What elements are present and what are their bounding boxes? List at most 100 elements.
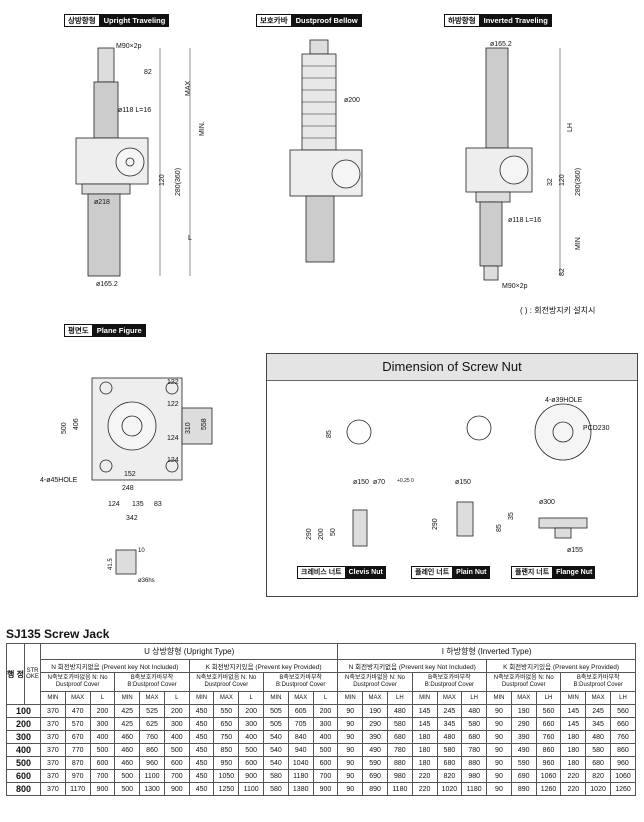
table-cell: 500: [312, 743, 339, 757]
table-cell: 780: [386, 743, 413, 757]
table-cell: 525: [139, 704, 165, 718]
column-header: MIN: [263, 691, 289, 705]
table-cell: 300: [238, 717, 265, 731]
plane-h122b: 122: [167, 401, 179, 408]
table-cell: 90: [337, 782, 364, 796]
table-cell: 860: [609, 743, 637, 757]
table-cell: 200: [312, 704, 339, 718]
clevis-d70: ø70: [373, 479, 385, 486]
upright-type-header: U 상방향형 (Upright Type): [39, 643, 339, 660]
table-cell: 1100: [238, 782, 265, 796]
flange-h35: 35: [508, 512, 515, 520]
table-cell: 670: [64, 730, 91, 744]
table-cell: 960: [139, 756, 165, 770]
table-cell: 1250: [213, 782, 240, 796]
table-cell: 560: [535, 704, 562, 718]
table-cell: 870: [64, 756, 91, 770]
table-cell: 145: [411, 717, 438, 731]
table-cell: 580: [263, 782, 289, 796]
table-cell: 680: [461, 730, 488, 744]
table-cell: 900: [163, 782, 190, 796]
inverted-type-header: I 하방향형 (Inverted Type): [337, 643, 636, 660]
no-cover-header: N축보호카바없음 N: No Dustproof Cover: [188, 672, 265, 692]
table-cell: 300: [312, 717, 339, 731]
table-cell: 370: [40, 782, 66, 796]
plane-w500: 500: [61, 422, 68, 434]
table-cell: 970: [64, 769, 91, 783]
table-cell: 500: [114, 769, 141, 783]
table-cell: 190: [362, 704, 388, 718]
upright-l: L: [188, 235, 192, 242]
column-header: LH: [386, 691, 413, 705]
table-cell: 200: [163, 704, 190, 718]
table-cell: 425: [114, 704, 141, 718]
column-header: MIN: [337, 691, 364, 705]
no-cover-header: N축보호카바없음 N: No Dustproof Cover: [486, 672, 562, 692]
table-cell: 245: [436, 704, 463, 718]
table-cell: 1100: [139, 769, 165, 783]
inverted-d165: ø165.2: [490, 41, 512, 48]
table-cell: 490: [510, 743, 537, 757]
inverted-h280: 280(360): [575, 168, 582, 196]
clevis-h290: 290: [306, 528, 313, 540]
table-cell: 820: [585, 769, 611, 783]
u-k-header: K 회전방지키있음 (Prevent key Provided): [188, 659, 339, 673]
table-cell: 940: [287, 743, 314, 757]
table-cell: 980: [461, 769, 488, 783]
table-cell: 480: [585, 730, 611, 744]
table-cell: 180: [411, 756, 438, 770]
table-cell: 880: [461, 756, 488, 770]
column-header: MAX: [436, 691, 463, 705]
i-k-header: K 회전방지키있음 (Prevent key Provided): [486, 659, 636, 673]
table-cell: 300: [163, 717, 190, 731]
table-cell: 760: [139, 730, 165, 744]
table-cell: 1180: [287, 769, 314, 783]
plane-w83: 83: [154, 501, 162, 508]
table-cell: 220: [411, 782, 438, 796]
table-cell: 680: [585, 756, 611, 770]
table-cell: 1300: [139, 782, 165, 796]
cover-header: B축보호카바부착 B:Dustproof Cover: [560, 672, 636, 692]
plane-w406: 406: [73, 418, 80, 430]
inverted-pipe: ø118 L=16: [508, 217, 541, 224]
table-cell: 1260: [535, 782, 562, 796]
table-cell: 1020: [436, 782, 463, 796]
table-cell: 600: [89, 756, 116, 770]
table-cell: 540: [263, 730, 289, 744]
clevis-h50: 50: [330, 528, 337, 536]
stroke-cell: 200: [6, 717, 41, 731]
stroke-cell: 600: [6, 769, 41, 783]
table-cell: 680: [436, 756, 463, 770]
table-cell: 370: [40, 730, 66, 744]
stroke-cell: 800: [6, 782, 41, 796]
table-cell: 300: [89, 717, 116, 731]
plane-w152: 152: [124, 471, 136, 478]
table-cell: 780: [461, 743, 488, 757]
plane-h122a: 122: [167, 379, 179, 386]
column-header: MAX: [510, 691, 537, 705]
table-cell: 90: [337, 717, 364, 731]
column-header: MAX: [287, 691, 314, 705]
table-cell: 370: [40, 704, 66, 718]
cover-header: B축보호카바부착 B:Dustproof Cover: [114, 672, 190, 692]
table-cell: 1040: [287, 756, 314, 770]
table-cell: 450: [188, 743, 215, 757]
stroke-cell: 300: [6, 730, 41, 744]
inverted-min: MIN: [575, 237, 582, 250]
table-cell: 980: [386, 769, 413, 783]
table-cell: 450: [188, 704, 215, 718]
cover-header: B축보호카바부착 B:Dustproof Cover: [411, 672, 488, 692]
table-cell: 145: [560, 704, 587, 718]
table-cell: 400: [163, 730, 190, 744]
upright-min: MIN.: [199, 121, 206, 136]
table-cell: 90: [337, 743, 364, 757]
table-cell: 90: [486, 782, 512, 796]
table-cell: 180: [411, 743, 438, 757]
table-cell: 390: [510, 730, 537, 744]
table-cell: 580: [263, 769, 289, 783]
table-cell: 190: [510, 704, 537, 718]
no-cover-header: N축보호카바없음 N: No Dustproof Cover: [337, 672, 413, 692]
